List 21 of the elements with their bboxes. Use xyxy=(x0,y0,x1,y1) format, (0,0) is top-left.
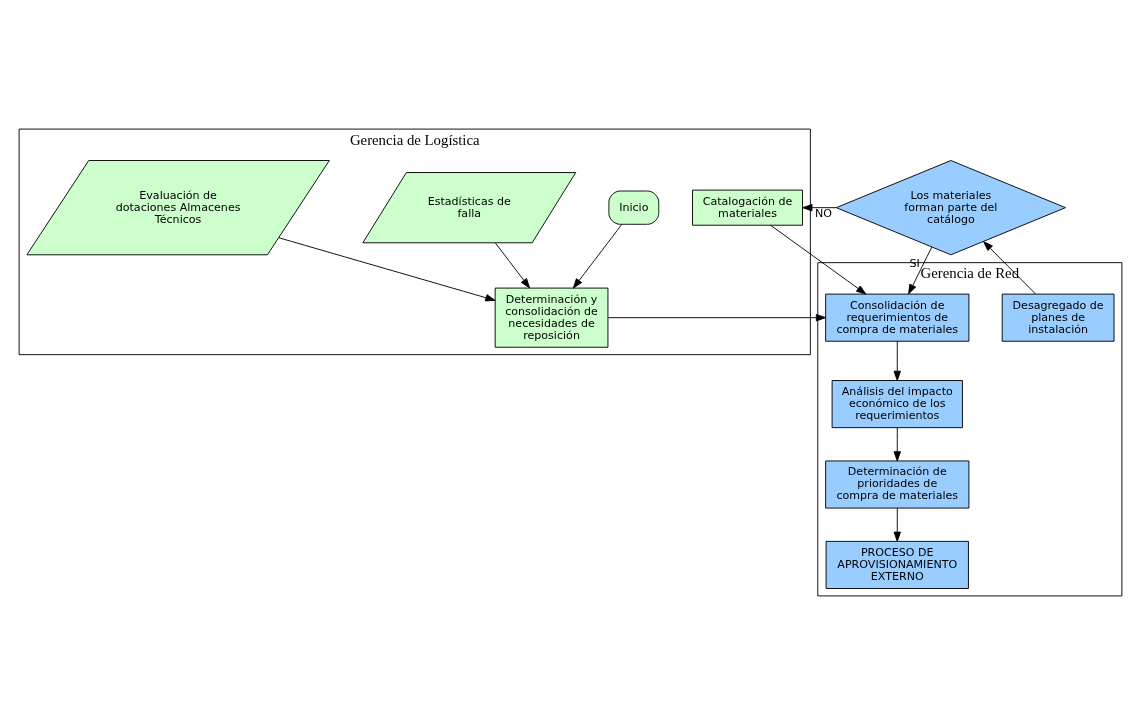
arrow xyxy=(802,203,837,212)
arrow xyxy=(893,340,901,381)
arrow xyxy=(908,246,933,295)
node-box: Determinación de prioridades de compra de materiales xyxy=(825,460,970,509)
node-box: Inicio xyxy=(608,190,660,225)
node-diamond: Los materiales forman parte del catálogo xyxy=(835,160,1066,256)
arrow xyxy=(893,507,901,542)
arrow xyxy=(494,242,530,289)
node-box: Desagregado de planes de instalación xyxy=(1001,293,1115,342)
node-box: Determinación y consolidación de necesidades de reposición xyxy=(494,287,609,348)
arrow xyxy=(983,241,1036,295)
edge-label: NO xyxy=(815,206,833,220)
node-box: PROCESO DE APROVISIONAMIENTO EXTERNO xyxy=(825,540,969,589)
arrow xyxy=(893,427,901,462)
node-box: Consolidación de requerimientos de compra de materiales xyxy=(825,293,970,342)
arrow xyxy=(607,313,827,322)
arrow xyxy=(572,223,623,289)
arrow xyxy=(278,237,496,302)
node-box: Catalogación de materiales xyxy=(692,189,803,226)
node-box: Análisis del impacto económico de los requerimientos xyxy=(831,380,963,429)
arrow xyxy=(770,224,867,295)
